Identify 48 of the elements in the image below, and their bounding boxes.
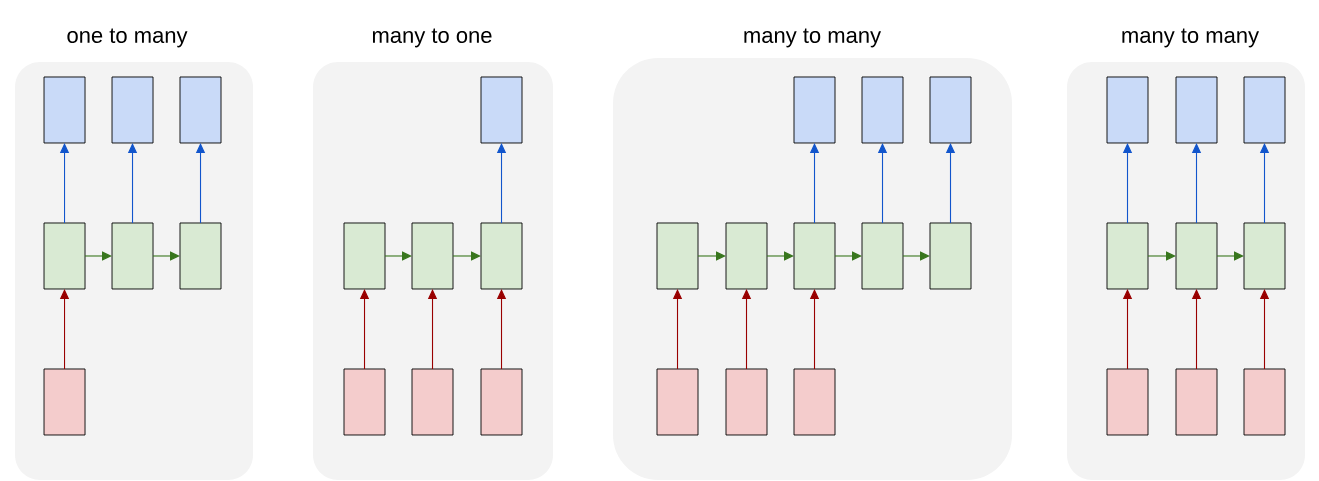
output-box (43, 76, 86, 144)
output-box (1106, 76, 1149, 144)
hidden-state-box (411, 222, 454, 290)
arrow (84, 251, 112, 261)
input-box (43, 368, 86, 436)
hidden-state-box (725, 222, 768, 290)
hidden-state-box (480, 222, 523, 290)
arrow (902, 251, 930, 261)
input-box (793, 368, 836, 436)
output-box (179, 76, 222, 144)
arrow (1147, 251, 1176, 261)
output-box (1243, 76, 1286, 144)
hidden-state-box (111, 222, 154, 290)
arrow (152, 251, 180, 261)
output-box (1175, 76, 1218, 144)
input-box (411, 368, 454, 436)
input-box (343, 368, 386, 436)
input-box (1106, 368, 1149, 436)
hidden-state-box (1106, 222, 1149, 290)
panel-title: one to many (67, 28, 188, 48)
input-box (725, 368, 768, 436)
output-box (793, 76, 836, 144)
arrow (697, 251, 726, 261)
hidden-state-box (343, 222, 386, 290)
output-box (480, 76, 523, 144)
output-box (111, 76, 154, 144)
hidden-state-box (861, 222, 904, 290)
output-box (861, 76, 904, 144)
arrow (384, 251, 412, 261)
arrow (452, 251, 481, 261)
hidden-state-box (179, 222, 222, 290)
input-box (656, 368, 699, 436)
hidden-state-box (1243, 222, 1286, 290)
hidden-state-box (929, 222, 972, 290)
arrow (766, 251, 794, 261)
hidden-state-box (1175, 222, 1218, 290)
input-box (480, 368, 523, 436)
input-box (1175, 368, 1218, 436)
panel-title: many to many (744, 28, 881, 48)
output-box (929, 76, 972, 144)
hidden-state-box (793, 222, 836, 290)
arrow (834, 251, 862, 261)
panel-title: many to one (372, 28, 492, 48)
panel-title: many to many (1122, 28, 1259, 48)
input-box (1243, 368, 1286, 436)
hidden-state-box (656, 222, 699, 290)
hidden-state-box (43, 222, 86, 290)
arrow (1216, 251, 1244, 261)
